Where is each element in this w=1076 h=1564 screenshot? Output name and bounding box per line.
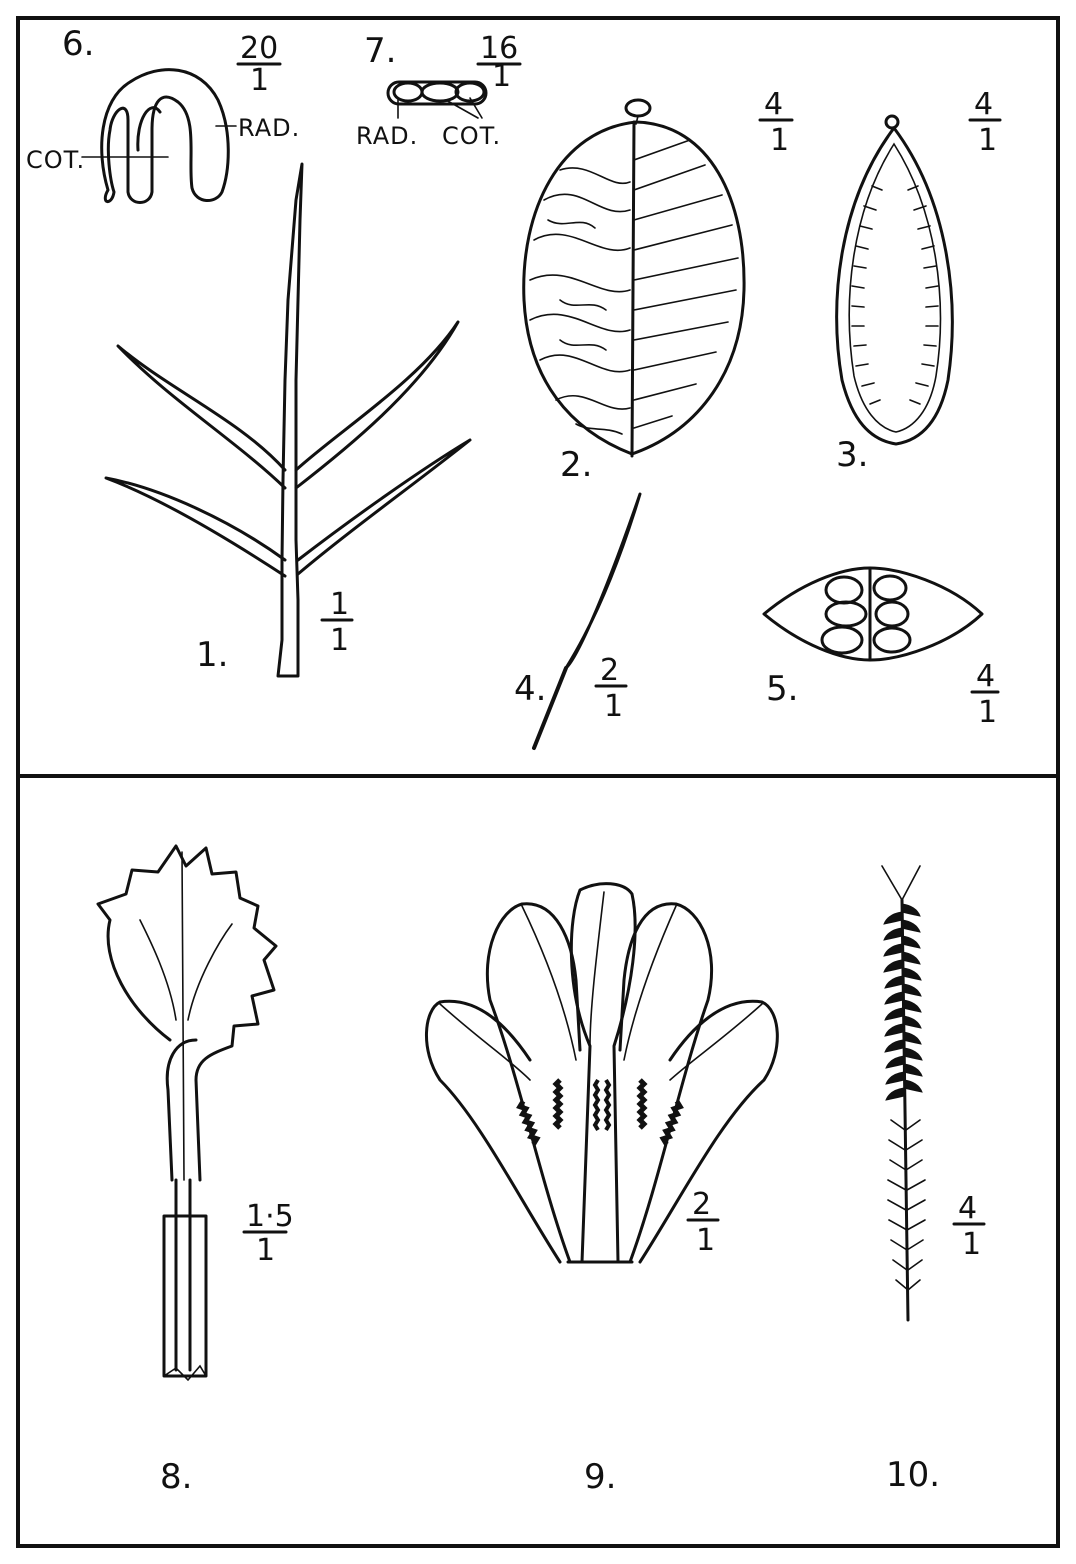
figure-1-number: 1. xyxy=(196,635,228,675)
figure-5-scale-numerator: 4 xyxy=(976,659,995,694)
figure-1-leaf-branch xyxy=(106,164,470,676)
figure-8-scale-denominator: 1 xyxy=(256,1233,275,1268)
figure-3-scale-numerator: 4 xyxy=(974,87,993,122)
figure-4-narrow-pod xyxy=(534,494,640,748)
figure-10-number: 10. xyxy=(886,1455,940,1495)
figure-10-filament xyxy=(882,866,925,1320)
figure-7-number: 7. xyxy=(364,31,396,71)
figure-9-scale-numerator: 2 xyxy=(692,1187,711,1222)
figure-3-number: 3. xyxy=(836,435,868,475)
figure-7-rad-label: RAD. xyxy=(356,122,418,150)
figure-9-petal-fan xyxy=(426,884,777,1262)
figure-8-number: 8. xyxy=(160,1457,192,1497)
figure-4-scale-denominator: 1 xyxy=(604,689,623,724)
figure-3-pod xyxy=(837,116,953,444)
figure-7-seed xyxy=(388,82,486,118)
figure-9-scale-denominator: 1 xyxy=(696,1223,715,1258)
figure-6-embryo xyxy=(82,70,236,203)
figure-6-cot-label: COT. xyxy=(26,146,85,174)
figure-1-scale-denominator: 1 xyxy=(330,623,349,658)
figure-6-number: 6. xyxy=(62,24,94,64)
figure-2-scale-denominator: 1 xyxy=(770,123,789,158)
figure-5-scale-denominator: 1 xyxy=(978,695,997,730)
figure-5-pod-seeds xyxy=(764,568,982,660)
figure-5-number: 5. xyxy=(766,669,798,709)
figure-8-scale-numerator: 1·5 xyxy=(246,1199,294,1234)
figure-3-scale-denominator: 1 xyxy=(978,123,997,158)
figure-9-number: 9. xyxy=(584,1457,616,1497)
figure-4-scale-numerator: 2 xyxy=(600,653,619,688)
figure-2-number: 2. xyxy=(560,445,592,485)
figure-2-seed-venation xyxy=(524,100,744,456)
figure-6-scale-numerator: 20 xyxy=(240,31,278,66)
figure-1-scale-numerator: 1 xyxy=(330,587,349,622)
figure-2-scale-numerator: 4 xyxy=(764,87,783,122)
figure-10-scale-denominator: 1 xyxy=(962,1227,981,1262)
figure-10-scale-numerator: 4 xyxy=(958,1191,977,1226)
figure-6-rad-label: RAD. xyxy=(238,114,300,142)
figure-7-cot-label: COT. xyxy=(442,122,501,150)
figure-8-petal xyxy=(98,846,276,1380)
figure-7-scale-denominator: 1 xyxy=(492,59,511,94)
figure-6-scale-denominator: 1 xyxy=(250,63,269,98)
figure-4-number: 4. xyxy=(514,669,546,709)
